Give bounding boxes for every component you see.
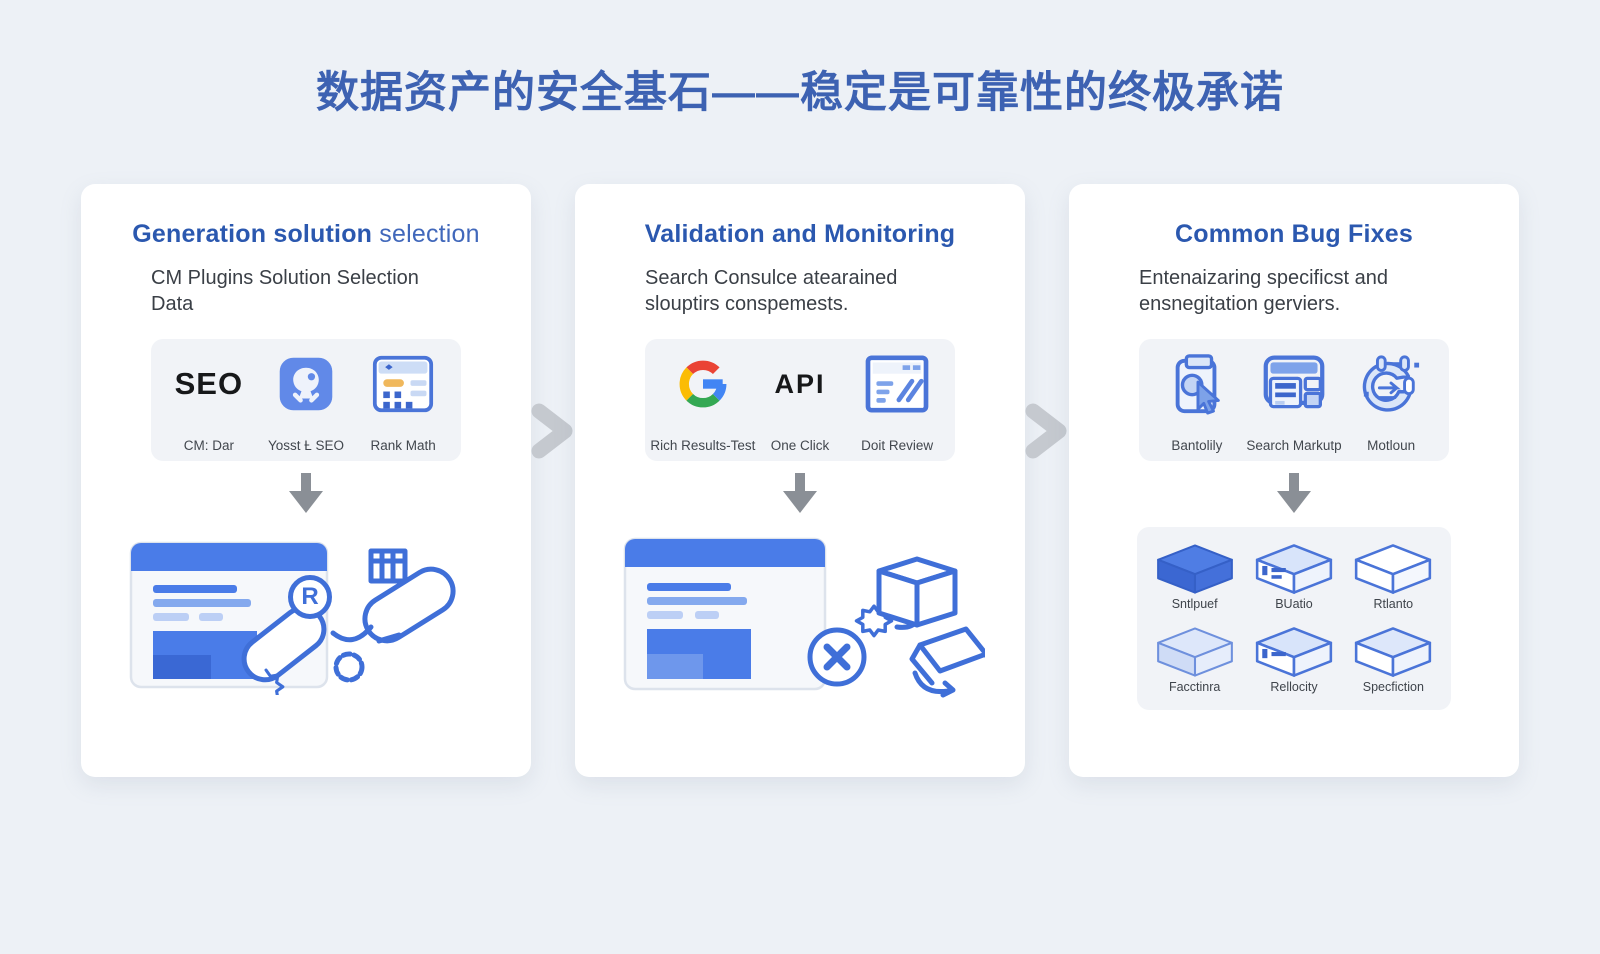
structured-table-icon	[1262, 351, 1326, 417]
browser-window-chain-links-illustration: R	[121, 525, 491, 695]
tool-cm-dar: SEO CM: Dar	[161, 351, 257, 453]
tool-rank-math: Rank Math	[355, 351, 451, 453]
tool-label: One Click	[770, 438, 830, 453]
page-title: 数据资产的安全基石——稳定是可靠性的终极承诺	[316, 69, 1284, 117]
card-title-bold: Generation solution	[132, 220, 373, 248]
card-title-bold: Validation and Monitoring	[644, 220, 956, 248]
tool-label: Rank Math	[370, 438, 436, 453]
box-label: BUatio	[1275, 597, 1313, 611]
cycle-doodle-icon	[1360, 351, 1422, 417]
card-subtitle: Entenaizaring specificst and ensnegitati…	[1139, 267, 1389, 316]
tool-label: Yosst Ƚ SEO	[267, 438, 345, 453]
tool-label: Doit Review	[861, 438, 934, 453]
tool-panel: SEO CM: Dar Yosst Ƚ SEO	[151, 339, 461, 461]
card-title-bold: Common Bug Fixes	[1175, 220, 1413, 248]
down-arrow-icon	[575, 473, 1025, 515]
tool-panel: Bantolily Search Markutp	[1139, 339, 1449, 461]
tool-motloun: Motloun	[1343, 351, 1439, 453]
card-subtitle: CM Plugins Solution Selection Data	[151, 267, 419, 316]
report-window-icon	[865, 351, 929, 417]
google-g-icon	[673, 351, 733, 417]
flow-diagram: Generation solution selection CM Plugins…	[0, 184, 1600, 777]
tool-doit-review: Doit Review	[849, 351, 945, 453]
card-subtitle: Search Consulce atearained slouptirs con…	[645, 267, 898, 316]
tool-label: Motloun	[1367, 438, 1416, 453]
card-generation-solution: Generation solution selection CM Plugins…	[81, 184, 531, 777]
box-3d-icon	[1251, 541, 1337, 595]
tool-search-markutp: Search Markutp	[1246, 351, 1342, 453]
yoast-app-icon	[277, 351, 335, 417]
tool-yoast-seo: Yosst Ƚ SEO	[258, 351, 354, 453]
tool-label: Rich Results-Test	[650, 438, 756, 453]
card-common-bug-fixes: Common Bug Fixes Entenaizaring specifics…	[1069, 184, 1519, 777]
box-3d-icon	[1152, 541, 1238, 595]
box-label: Rtlanto	[1373, 597, 1414, 611]
chevron-right-icon	[531, 403, 575, 459]
tool-label: Search Markutp	[1246, 438, 1342, 453]
box-3d-icon	[1350, 624, 1436, 678]
card-title-light: selection	[372, 220, 480, 248]
tool-one-click: API One Click	[752, 351, 848, 454]
registered-mark-badge: R	[288, 575, 332, 619]
tool-label: Bantolily	[1171, 438, 1223, 453]
clipboard-cursor-icon	[1166, 351, 1228, 417]
tool-label: CM: Dar	[183, 438, 234, 453]
box-label: Rellocity	[1270, 679, 1318, 694]
grid-item: BUatio	[1244, 541, 1343, 618]
bug-fix-grid: Sntlpuef BUatio	[1137, 527, 1451, 710]
box-3d-icon	[1350, 541, 1436, 595]
card-title: Common Bug Fixes	[1069, 220, 1519, 249]
grid-item: Rtlanto	[1344, 541, 1443, 618]
tool-bantolily: Bantolily	[1149, 351, 1245, 453]
down-arrow-icon	[1069, 473, 1519, 515]
tool-panel: Rich Results-Test API One Click	[645, 339, 955, 461]
card-validation-monitoring: Validation and Monitoring Search Consulc…	[575, 184, 1025, 777]
browser-window-error-cube-box-illustration	[615, 525, 985, 698]
box-label: Facctinra	[1168, 679, 1221, 694]
box-3d-icon	[1251, 624, 1337, 678]
rank-math-dashboard-icon	[372, 351, 434, 417]
down-arrow-icon	[81, 473, 531, 515]
tool-rich-results-test: Rich Results-Test	[650, 351, 755, 453]
seo-wordmark-icon: SEO	[174, 366, 244, 401]
grid-item: Facctinra	[1145, 624, 1244, 701]
card-title: Generation solution selection	[81, 220, 531, 249]
chevron-right-icon	[1025, 403, 1069, 459]
box-label: Specfiction	[1362, 679, 1424, 694]
grid-item: Rellocity	[1244, 624, 1343, 701]
box-3d-icon	[1152, 624, 1238, 678]
api-wordmark-icon: API	[774, 368, 826, 399]
card-title: Validation and Monitoring	[575, 220, 1025, 249]
grid-item: Sntlpuef	[1145, 541, 1244, 618]
box-label: Sntlpuef	[1171, 597, 1218, 611]
grid-item: Specfiction	[1344, 624, 1443, 701]
